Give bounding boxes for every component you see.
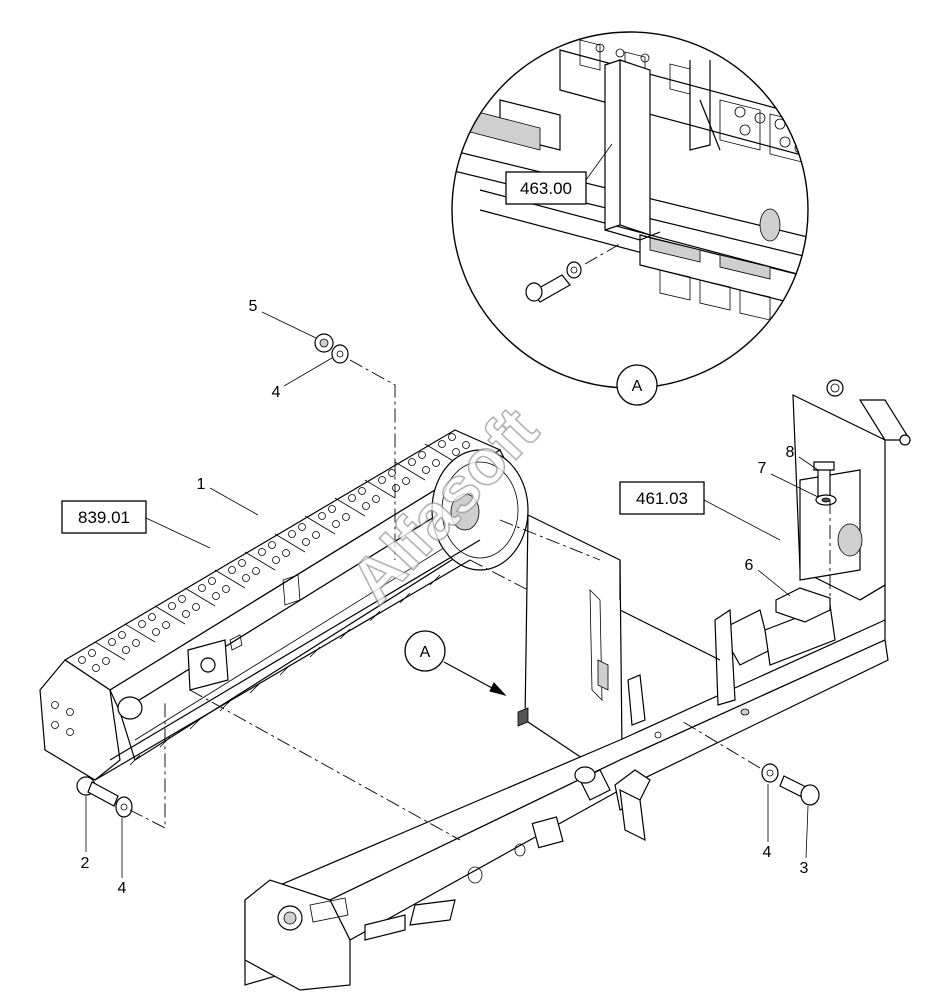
item-label-7: 7	[758, 460, 767, 477]
ref-box-839[interactable]: 839.01	[61, 500, 147, 534]
callout-a-label: A	[632, 378, 643, 395]
item-label-2: 2	[81, 855, 90, 872]
item-label-3: 3	[800, 860, 809, 877]
washer-right-part-4[interactable]	[761, 763, 779, 783]
callout-view-a-arrow[interactable]: A	[404, 630, 446, 672]
item-label-4-bottom-left: 4	[118, 880, 127, 897]
callout-a-arrow-label: A	[420, 644, 431, 661]
plate-part-6[interactable]	[775, 587, 831, 623]
item-number-labels: 1 5 4 2 4 4 3 6 7 8	[81, 298, 819, 897]
track-assembly	[39, 429, 529, 781]
detail-view-a: 463.00	[451, 31, 809, 389]
item-label-1: 1	[197, 476, 206, 493]
washer-top-part-4[interactable]	[331, 344, 349, 364]
item-label-4-right: 4	[763, 844, 772, 861]
detail-bracket	[604, 59, 661, 241]
washer-bottom-left-part-4[interactable]	[115, 796, 133, 818]
ref-463-label: 463.00	[520, 179, 572, 198]
bracket-washer-7[interactable]	[815, 494, 837, 506]
track-shoe-bolts	[78, 433, 470, 672]
frame-assembly	[244, 379, 912, 991]
item-label-4-top: 4	[272, 384, 281, 401]
ref-839-label: 839.01	[78, 508, 130, 527]
ref-box-461[interactable]: 461.03	[619, 481, 705, 515]
ref-box-463[interactable]: 463.00	[505, 171, 587, 205]
item-label-6: 6	[745, 557, 754, 574]
ref-461-label: 461.03	[636, 489, 688, 508]
view-arrowhead	[489, 682, 507, 696]
detail-bolt	[525, 243, 621, 303]
bolt-part-2[interactable]	[76, 776, 119, 807]
nut-part-5[interactable]	[314, 333, 334, 353]
item-label-8: 8	[786, 444, 795, 461]
drive-sprocket	[431, 449, 529, 571]
bracket-bolt-8[interactable]	[813, 461, 835, 497]
item-label-5: 5	[249, 298, 258, 315]
callout-view-a-detail[interactable]: A	[616, 364, 658, 406]
assembly-center-lines	[129, 359, 831, 841]
bolt-part-3[interactable]	[779, 775, 820, 806]
track-shoe-plates	[94, 443, 456, 661]
